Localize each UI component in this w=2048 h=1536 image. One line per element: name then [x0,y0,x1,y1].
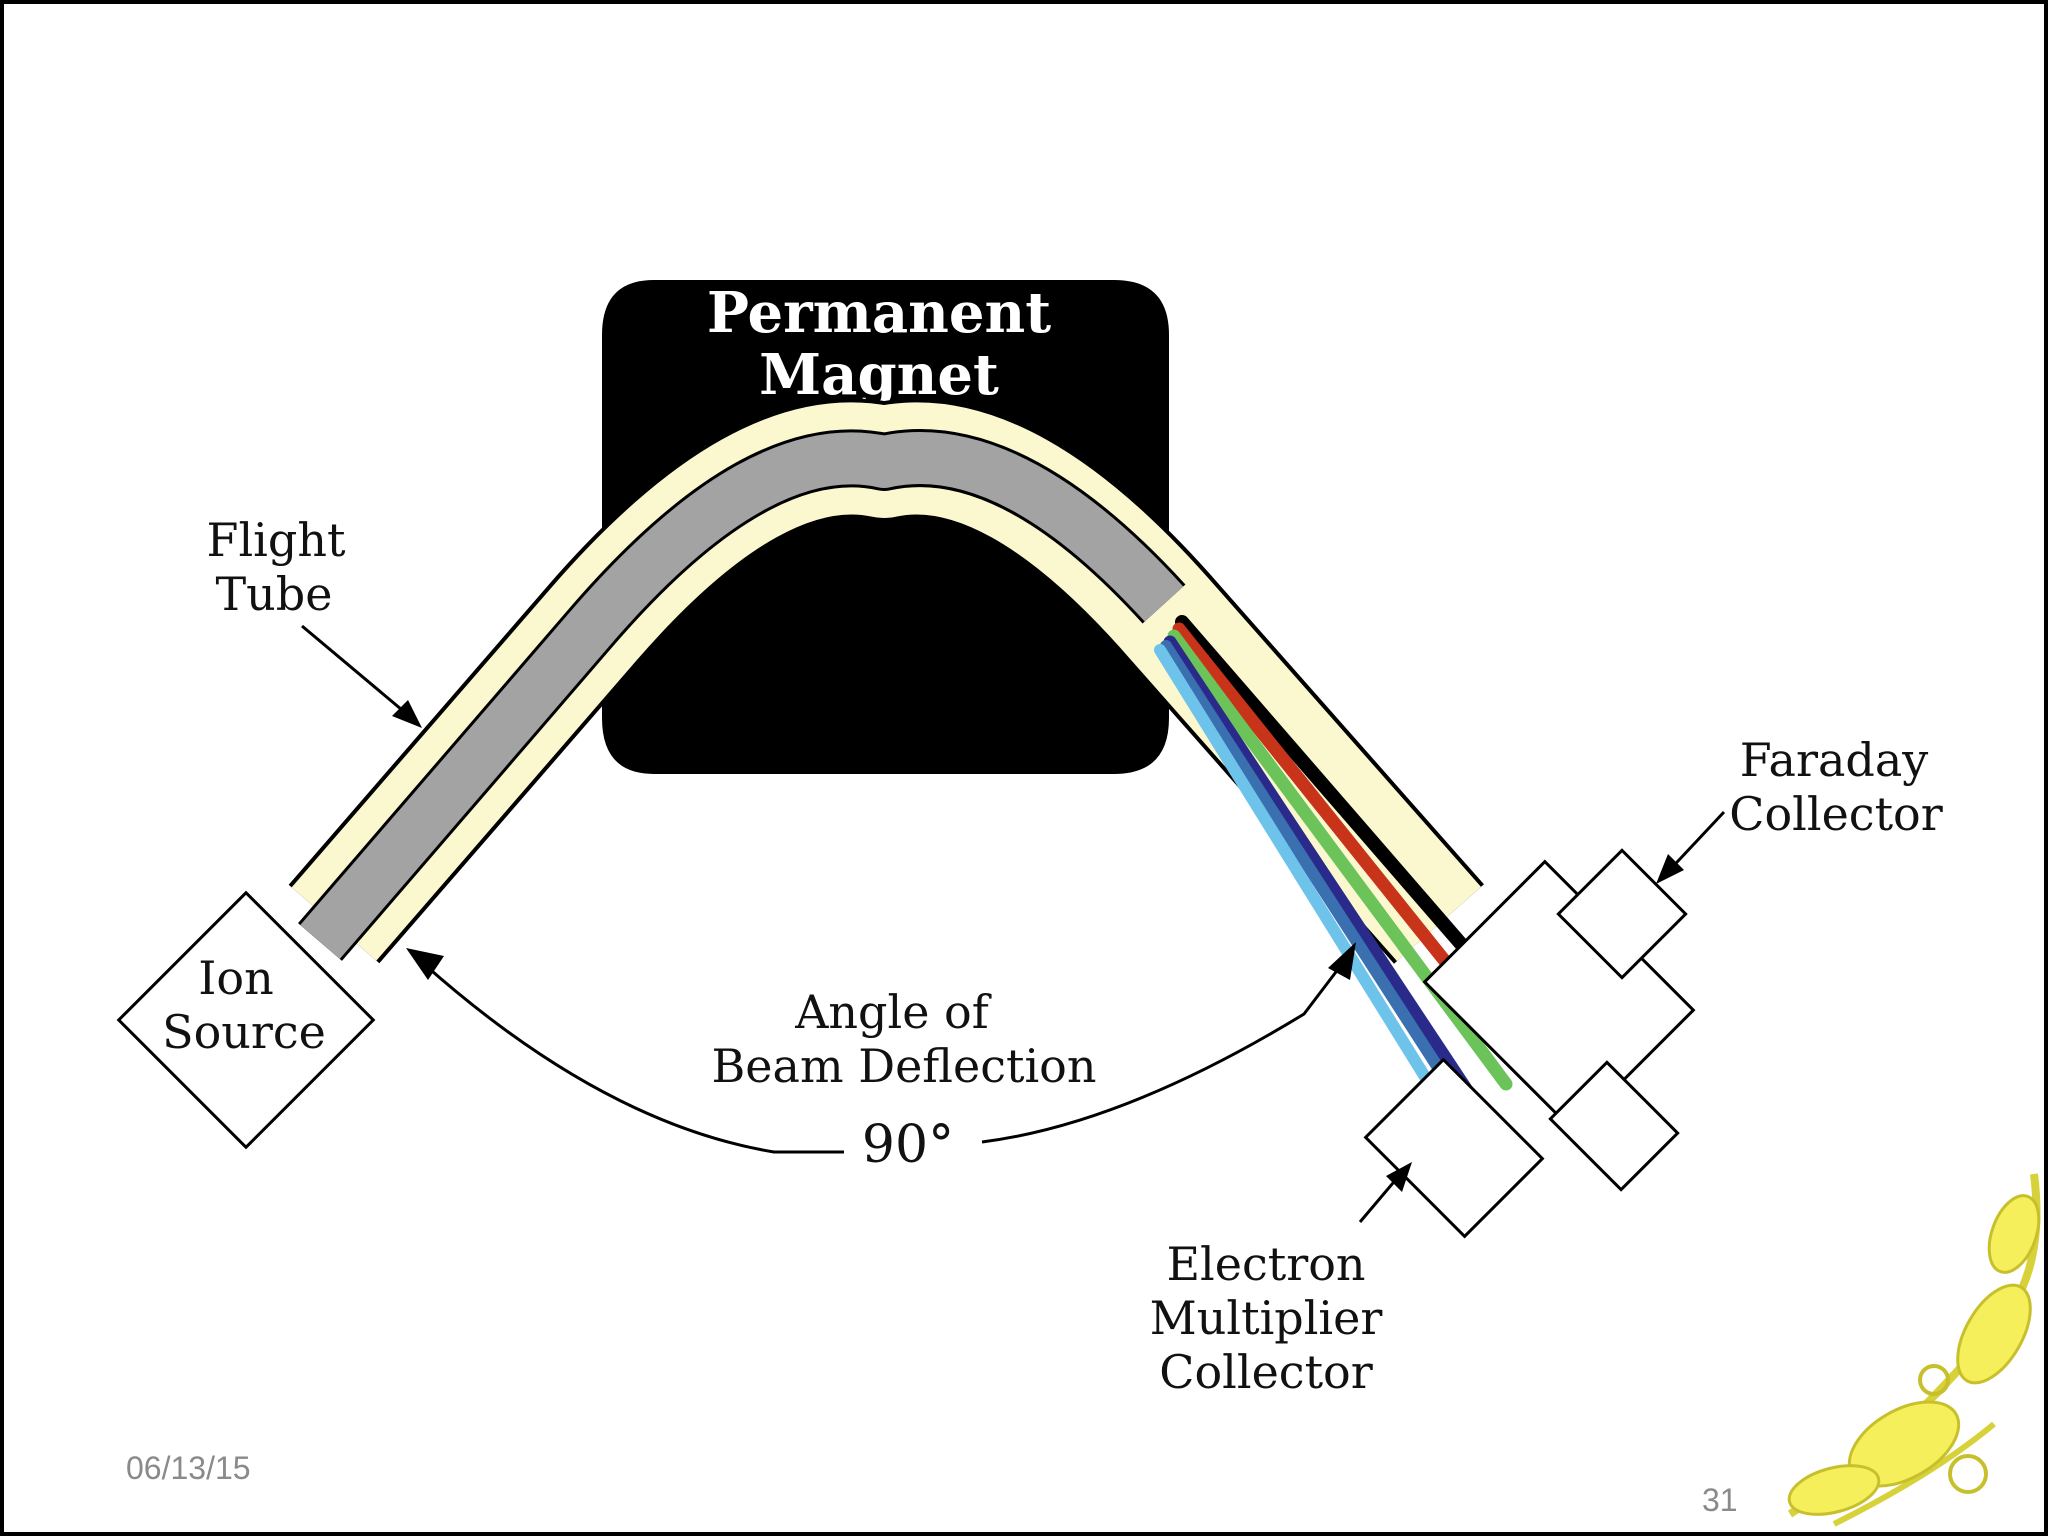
beam-navy [1163,635,1487,1117]
ion-source-label-line1: Ion [198,951,274,1005]
beam-light-blue [1154,644,1464,1136]
electron-label-line1: Electron [1166,1237,1365,1291]
mass-spectrometer-diagram: Permanent Magnet Ion Source Fligh [116,280,2041,1527]
permanent-magnet [602,280,1169,774]
flight-tube-label-line1: Flight [207,513,346,567]
floral-decoration [1787,1173,2041,1527]
beam-steel-blue [1160,640,1474,1120]
right-collector-box [1548,1060,1680,1192]
electron-label-line3: Collector [1159,1345,1372,1399]
magnet-label-line1: Permanent [707,280,1051,346]
angle-value: 90° [862,1115,954,1175]
ion-source-label-line2: Source [162,1005,326,1059]
flight-tube-label-line2: Tube [216,567,333,621]
magnet-label-line2: Magnet [759,342,999,408]
angle-arc-left [423,962,844,1154]
electron-label-line2: Multiplier [1150,1291,1383,1345]
page-number: 31 [1702,1482,1738,1518]
ion-source-box [116,890,376,1150]
faraday-collector-box [1556,848,1688,980]
faraday-label-line1: Faraday [1740,733,1929,787]
angle-label-line1: Angle of [794,985,992,1039]
flight-tube-arrow [301,624,415,722]
separated-beams [1154,615,1553,1136]
angle-label-line2: Beam Deflection [712,1039,1097,1093]
faraday-label-line2: Collector [1729,787,1942,841]
electron-multiplier-box [1363,1057,1545,1239]
angle-arc-right [981,963,1344,1144]
footer-date: 06/13/15 [126,1450,251,1486]
collector-assembly [1363,848,1696,1239]
